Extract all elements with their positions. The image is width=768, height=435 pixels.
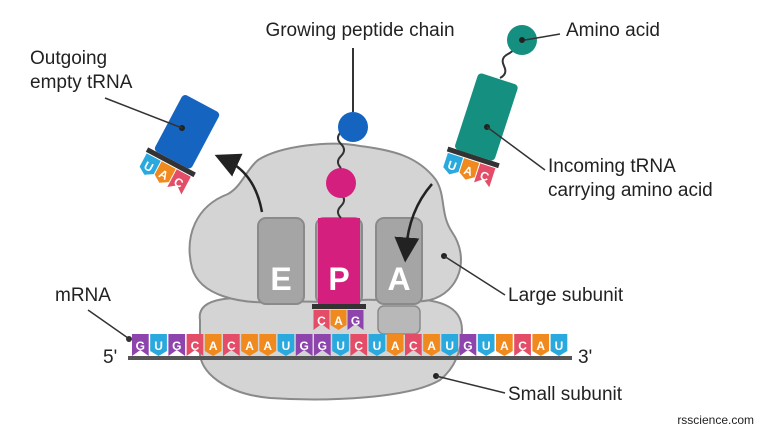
mrna-base-letter: G: [136, 339, 145, 353]
mrna-base-1: [150, 334, 167, 356]
e-site-label: E: [270, 261, 291, 297]
mrna-base-19: [477, 334, 495, 356]
outgoing-anticodon-base-1: [154, 161, 176, 183]
p-anticodon-base-letter: A: [334, 314, 343, 328]
outgoing-pointer-line: [104, 97, 183, 129]
mrna-base-letter: U: [154, 339, 163, 353]
mrna-base-11: [332, 334, 349, 356]
mrna-base-letter: A: [245, 339, 254, 353]
five-prime-label: 5': [103, 347, 117, 368]
mrna-base-16: [423, 334, 440, 356]
mrna-base-letter: A: [391, 339, 400, 353]
incoming-anticodon-base-0: [443, 152, 464, 175]
exit-arrow: [214, 153, 264, 213]
amino-acid-pointer-line: [524, 33, 561, 41]
mrna-base-letter: A: [536, 339, 545, 353]
mrna-base-23: [550, 334, 568, 356]
mrna-base-17: [441, 334, 459, 356]
mrna-base-3: [186, 334, 204, 356]
p-site-label: P: [328, 261, 349, 297]
incoming-anticodon-base-letter: U: [446, 158, 459, 174]
mrna-base-letter: G: [318, 339, 327, 353]
mrna-base-9: [295, 334, 313, 356]
mrna-base-4: [204, 334, 222, 356]
mrna-base-letter: C: [409, 339, 418, 353]
mrna-base-22: [532, 334, 550, 356]
p-anticodon-base-0: [313, 310, 330, 330]
mrna-base-7: [259, 334, 277, 356]
mrna-base-letter: U: [445, 339, 454, 353]
mrna-pointer-dot: [126, 336, 132, 342]
incoming-pointer-line: [486, 126, 546, 171]
mrna-base-letter: C: [354, 339, 363, 353]
mrna-base-18: [459, 334, 477, 356]
amino-acid-label: Amino acid: [566, 20, 660, 41]
mrna-base-letter: U: [373, 339, 382, 353]
p-anticodon-base-1: [330, 310, 347, 330]
mrna-base-letter: U: [336, 339, 345, 353]
mrna-base-letter: G: [463, 339, 472, 353]
outgoing-label-line2: empty tRNA: [30, 72, 133, 93]
mrna-base-13: [368, 334, 386, 356]
mrna-base-letter: A: [500, 339, 509, 353]
mrna-base-letter: C: [227, 339, 236, 353]
mrna-base-6: [241, 334, 258, 356]
outgoing-anticodon-base-0: [139, 153, 161, 175]
amino-acid-ball-highlight: [519, 37, 525, 43]
three-prime-label: 3': [578, 347, 592, 368]
mrna-base-letter: C: [191, 339, 200, 353]
amino-acid-bead-blue: [338, 112, 368, 142]
mrna-base-2: [168, 334, 186, 356]
incoming-anticodon-base-1: [459, 158, 480, 180]
large-subunit-pointer-line: [443, 255, 506, 296]
small-subunit-label: Small subunit: [508, 384, 623, 405]
large-subunit-label: Large subunit: [508, 285, 624, 306]
mrna-base-14: [386, 334, 404, 356]
incoming-anticodon-base-2: [474, 163, 496, 188]
mrna-base-15: [405, 334, 422, 356]
a-site-label: A: [387, 261, 410, 297]
p-site-trna-body: [318, 218, 360, 306]
mrna-base-12: [350, 334, 368, 356]
p-anticodon-base-2: [347, 310, 364, 330]
mrna-base-letter: C: [518, 339, 527, 353]
a-site-lower-pocket: [377, 305, 421, 335]
outgoing-anticodon-base-2: [167, 169, 191, 195]
mrna-base-5: [222, 334, 240, 356]
mrna-base-letter: U: [555, 339, 564, 353]
mrna-label: mRNA: [55, 285, 111, 306]
mrna-base-21: [514, 334, 531, 356]
incoming-label-line2: carrying amino acid: [548, 180, 713, 201]
p-anticodon-base-letter: C: [317, 314, 326, 328]
p-anticodon-base-letter: G: [351, 314, 360, 328]
mrna-base-letter: U: [282, 339, 291, 353]
mrna-base-letter: U: [482, 339, 491, 353]
p-site-trna-cap: [312, 304, 366, 309]
mrna-base-10: [314, 334, 331, 356]
amino-acid-bead-pink: [326, 168, 356, 198]
small-subunit-pointer-line: [435, 375, 506, 394]
source-credit: rsscience.com: [677, 413, 754, 427]
incoming-label-line1: Incoming tRNA: [548, 156, 676, 177]
mrna-base-letter: G: [172, 339, 181, 353]
mrna-pointer-line: [87, 309, 129, 339]
mrna-base-letter: A: [427, 339, 436, 353]
entry-arrow: [394, 183, 433, 263]
mrna-base-8: [277, 334, 295, 356]
mrna-base-letter: G: [299, 339, 308, 353]
mrna-base-0: [131, 334, 149, 356]
outgoing-label-line1: Outgoing: [30, 48, 107, 69]
mrna-base-letter: A: [263, 339, 272, 353]
mrna-base-letter: A: [209, 339, 218, 353]
growing-peptide-label: Growing peptide chain: [265, 20, 454, 41]
e-site-pocket: [257, 217, 305, 305]
mrna-base-20: [496, 334, 513, 356]
